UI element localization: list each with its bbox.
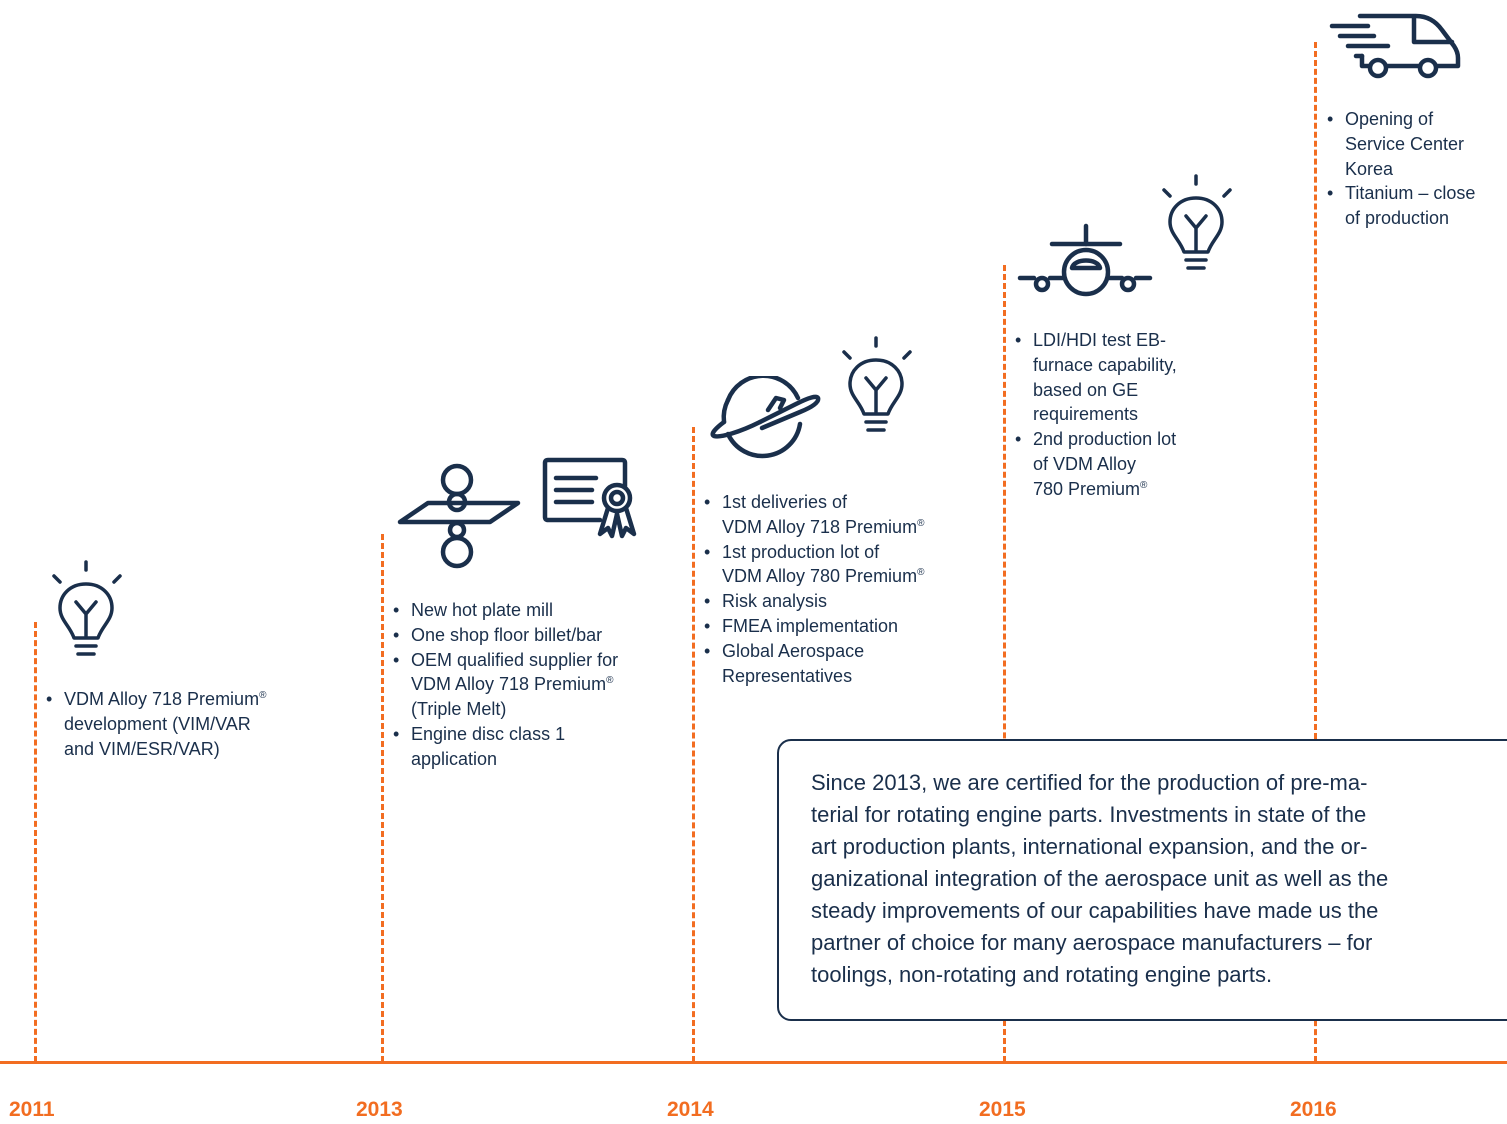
year-label-2015: 2015 <box>979 1098 1026 1121</box>
list-item: VDM Alloy 718 Premium® development (VIM/V… <box>46 687 266 761</box>
timeline-baseline <box>0 1061 1507 1064</box>
lightbulb-icon <box>838 336 918 436</box>
bullet-text: New hot plate mill <box>411 600 554 620</box>
bullet-text: Service Center <box>1345 133 1465 154</box>
bullet-text: Korea <box>1345 158 1394 179</box>
registered-mark: ® <box>917 567 925 579</box>
summary-line: steady improvements of our capabilities … <box>811 898 1379 923</box>
timeline-marker-2014 <box>692 427 695 1062</box>
registered-mark: ® <box>1140 479 1148 491</box>
bullet-text: VDM Alloy 718 Premium <box>411 674 607 695</box>
registered-mark: ® <box>259 690 267 701</box>
bullet-text: 2nd production lot <box>1033 429 1177 450</box>
bullet-text: LDI/HDI test EB- <box>1033 330 1167 350</box>
bullet-text: Representatives <box>722 665 853 686</box>
milestones-2013: New hot plate mill One shop floor billet… <box>393 598 618 772</box>
summary-line: partner of choice for many aerospace man… <box>811 930 1373 955</box>
bullet-text: Titanium – close <box>1345 183 1476 204</box>
bullet-text: Opening of <box>1345 109 1434 129</box>
bullet-text: Global Aerospace <box>722 640 865 661</box>
certificate-icon <box>542 456 648 540</box>
lightbulb-icon <box>48 560 128 660</box>
lightbulb-icon <box>1158 174 1238 274</box>
timeline-marker-2011 <box>34 622 37 1062</box>
summary-line: toolings, non-rotating and rotating engi… <box>811 962 1273 987</box>
bullet-text: Engine disc class 1 <box>411 723 566 744</box>
list-item: 1st deliveries of VDM Alloy 718 Premium® <box>704 490 924 540</box>
list-item: One shop floor billet/bar <box>393 623 618 648</box>
bullet-text: Risk analysis <box>722 591 828 612</box>
list-item: LDI/HDI test EB-furnace capability, based… <box>1015 328 1177 427</box>
year-label-2014: 2014 <box>667 1098 714 1121</box>
year-label-2011: 2011 <box>9 1098 55 1121</box>
bullet-text: 780 Premium <box>1033 478 1141 499</box>
bullet-text: and VIM/ESR/VAR) <box>64 738 220 759</box>
bullet-text: requirements <box>1033 404 1139 425</box>
bullet-text: VDM Alloy 780 Premium <box>722 566 918 587</box>
summary-line: terial for rotating engine parts. Invest… <box>811 802 1367 827</box>
timeline-marker-2015 <box>1003 265 1006 1062</box>
bullet-text: application <box>411 748 498 769</box>
registered-mark: ® <box>917 517 925 529</box>
timeline-marker-2013 <box>381 534 384 1062</box>
bullet-text: VDM Alloy 718 Premium <box>722 516 918 537</box>
bullet-text: of production <box>1345 208 1450 229</box>
milestones-2011: VDM Alloy 718 Premium® development (VIM/V… <box>46 687 266 761</box>
year-label-2016: 2016 <box>1290 1098 1337 1121</box>
list-item: Risk analysis <box>704 589 924 614</box>
list-item: 2nd production lot of VDM Alloy 780 Premiu… <box>1015 427 1177 501</box>
delivery-truck-icon <box>1328 12 1462 80</box>
bullet-text: based on GE <box>1033 379 1139 400</box>
registered-mark: ® <box>606 675 614 687</box>
year-label-2013: 2013 <box>356 1098 403 1121</box>
rolling-mill-icon <box>396 462 526 572</box>
list-item: New hot plate mill <box>393 598 618 623</box>
bullet-text: One shop floor billet/bar <box>411 624 603 645</box>
bullet-text: 1st deliveries of <box>722 492 848 512</box>
timeline-marker-2016 <box>1314 42 1317 1062</box>
summary-line: Since 2013, we are certified for the pro… <box>811 770 1368 795</box>
summary-line: art production plants, international exp… <box>811 834 1368 859</box>
summary-box: Since 2013, we are certified for the pro… <box>777 739 1507 1021</box>
list-item: Engine disc class 1 application <box>393 722 618 772</box>
list-item: Titanium – close of production <box>1327 181 1475 231</box>
bullet-text: 1st production lot of <box>722 541 880 562</box>
bullet-text: furnace capability, <box>1033 354 1177 375</box>
milestones-2015: LDI/HDI test EB-furnace capability, based… <box>1015 328 1177 502</box>
bullet-text: (Triple Melt) <box>411 699 507 720</box>
bullet-text: FMEA implementation <box>722 615 899 636</box>
bullet-text: development (VIM/VAR <box>64 713 251 734</box>
bullet-text: OEM qualified supplier for <box>411 649 619 670</box>
list-item: 1st production lot of VDM Alloy 780 Premi… <box>704 540 924 590</box>
list-item: FMEA implementation <box>704 614 924 639</box>
summary-text: Since 2013, we are certified for the pro… <box>811 767 1451 991</box>
bullet-text: VDM Alloy 718 Premium <box>64 689 260 709</box>
bullet-text: of VDM Alloy <box>1033 453 1137 474</box>
summary-line: ganizational integration of the aerospac… <box>811 866 1389 891</box>
globe-airplane-icon <box>706 376 826 466</box>
aircraft-engine-icon <box>1016 222 1156 302</box>
